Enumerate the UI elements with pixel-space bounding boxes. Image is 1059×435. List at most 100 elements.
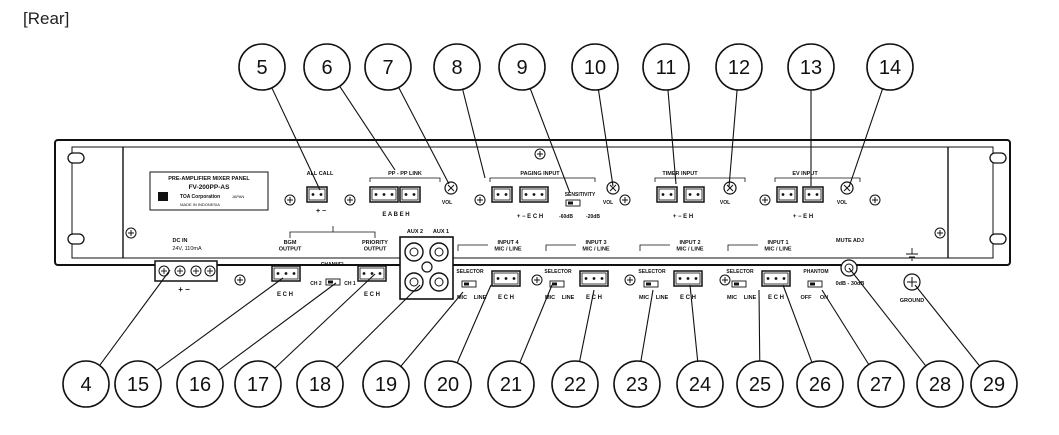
input2-label: INPUT 2 <box>679 240 700 246</box>
input1-label: MIC / LINE <box>764 247 792 253</box>
rack-slot <box>67 233 85 245</box>
callout-28-leader <box>848 267 927 367</box>
timer-terminal-pm-pin <box>661 193 665 196</box>
rca-jack-core <box>434 277 444 287</box>
channel-switch-knob <box>328 280 333 284</box>
input3-selector-switch-knob <box>552 282 557 286</box>
callout-5 <box>238 43 286 91</box>
callout-4-leader <box>99 269 171 366</box>
timer-vol-knob-mark <box>726 184 734 192</box>
timer-terminal-eh-inner <box>685 188 703 201</box>
callout-17-number: 17 <box>247 374 269 396</box>
sensitivity-low: -60dB <box>559 214 573 220</box>
name-plate <box>149 171 269 211</box>
callout-28-number: 28 <box>929 374 951 396</box>
input3-terminal-inner <box>581 272 607 285</box>
input3-terminal-pin <box>600 277 604 280</box>
callout-25 <box>736 360 784 408</box>
sensitivity-switch-knob <box>568 201 573 205</box>
callout-21 <box>487 360 535 408</box>
input2-terminal-pin <box>694 277 698 280</box>
pp-link-terminal-ab-pin <box>382 193 386 196</box>
callout-17 <box>234 360 282 408</box>
bgm-output-terminal-pin <box>284 272 288 275</box>
paging-vol-label: VOL <box>603 200 613 206</box>
paging-pins: + − E C H <box>517 214 543 220</box>
input2-label: MIC / LINE <box>676 247 704 253</box>
input2-terminal-pin <box>686 277 690 280</box>
paging-terminal-ech-inner <box>521 188 547 201</box>
paging-terminal-pm <box>491 186 513 203</box>
pp-link-terminal-ab-pin <box>390 193 394 196</box>
input4-selector-label: SELECTOR <box>456 269 484 275</box>
aux1-label: AUX 1 <box>433 229 449 235</box>
input3-pins: E C H <box>586 295 602 301</box>
plate-country: JAPAN <box>232 194 245 199</box>
callout-13-number: 13 <box>800 57 822 79</box>
ev-terminal-eh-pin <box>815 193 819 196</box>
phantom-on-label: ON <box>820 295 828 301</box>
all-call-terminal-inner <box>308 188 326 201</box>
pp-link-terminal-ab-pin <box>374 193 378 196</box>
pp-link-vol-knob-mark <box>447 184 455 192</box>
channel-label: CHANNEL <box>321 262 345 268</box>
paging-terminal-ech-pin <box>524 193 528 196</box>
callout-21-number: 21 <box>500 374 522 396</box>
input3-selector-label: SELECTOR <box>544 269 572 275</box>
rca-jack-core <box>409 277 419 287</box>
ch2-label: CH 2 <box>310 281 322 287</box>
ev-input-label: EV INPUT <box>792 171 818 177</box>
timer-terminal-pm <box>656 186 678 203</box>
callout-18-leader <box>335 284 421 369</box>
callout-9-leader <box>529 88 571 194</box>
priority-output-label: PRIORITY <box>362 240 388 246</box>
input4-label: MIC / LINE <box>494 247 522 253</box>
pp-link-label: PP - PP LINK <box>388 171 422 177</box>
callout-24-number: 24 <box>689 374 711 396</box>
callout-25-leader <box>758 289 761 362</box>
input2-selector-label: SELECTOR <box>638 269 666 275</box>
callout-8-leader <box>462 89 486 179</box>
dc-in-terminal <box>154 260 218 282</box>
input1-bracket <box>727 244 758 251</box>
ground-symbol-icon <box>906 248 918 261</box>
output-bracket <box>289 231 376 238</box>
all-call-terminal-pin <box>319 193 323 196</box>
callout-27 <box>857 360 905 408</box>
input4-terminal-pin <box>512 277 516 280</box>
pp-link-pins: E A B E H <box>382 212 409 218</box>
input1-selector-switch-knob <box>734 282 739 286</box>
input2-terminal-inner <box>675 272 701 285</box>
ev-pins: + − E H <box>793 214 813 220</box>
timer-input-label: TIMER INPUT <box>662 171 698 177</box>
callout-16-leader <box>218 282 337 371</box>
callout-16-number: 16 <box>189 374 211 396</box>
priority-output-terminal-pin <box>378 272 382 275</box>
callout-12 <box>715 43 763 91</box>
timer-terminal-eh-pin <box>688 193 692 196</box>
ev-terminal-eh <box>802 186 824 203</box>
pp-link-bracket <box>369 177 441 182</box>
input3-bracket <box>545 244 576 251</box>
pp-link-terminal-eh <box>399 186 421 203</box>
rear-label: [Rear] <box>23 9 70 28</box>
input4-terminal-pin <box>496 277 500 280</box>
toa-logo-text: TOA <box>159 195 167 200</box>
callout-11-number: 11 <box>656 57 677 79</box>
input3-terminal-pin <box>592 277 596 280</box>
callout-15 <box>114 360 162 408</box>
callout-11-leader <box>667 89 677 185</box>
pp-link-vol-label: VOL <box>442 200 452 206</box>
bgm-output-label: BGM <box>284 240 297 246</box>
paging-terminal-pm-inner <box>493 188 511 201</box>
aux2-label: AUX 2 <box>407 229 423 235</box>
phantom-switch-knob <box>810 282 815 286</box>
leader-lines <box>99 85 981 371</box>
callout-26-number: 26 <box>809 374 831 396</box>
priority-output-terminal-inner <box>359 267 385 280</box>
callout-7 <box>364 43 412 91</box>
callout-24 <box>676 360 724 408</box>
callout-19-leader <box>400 291 464 367</box>
callout-15-leader <box>156 277 284 371</box>
callout-29 <box>970 360 1018 408</box>
